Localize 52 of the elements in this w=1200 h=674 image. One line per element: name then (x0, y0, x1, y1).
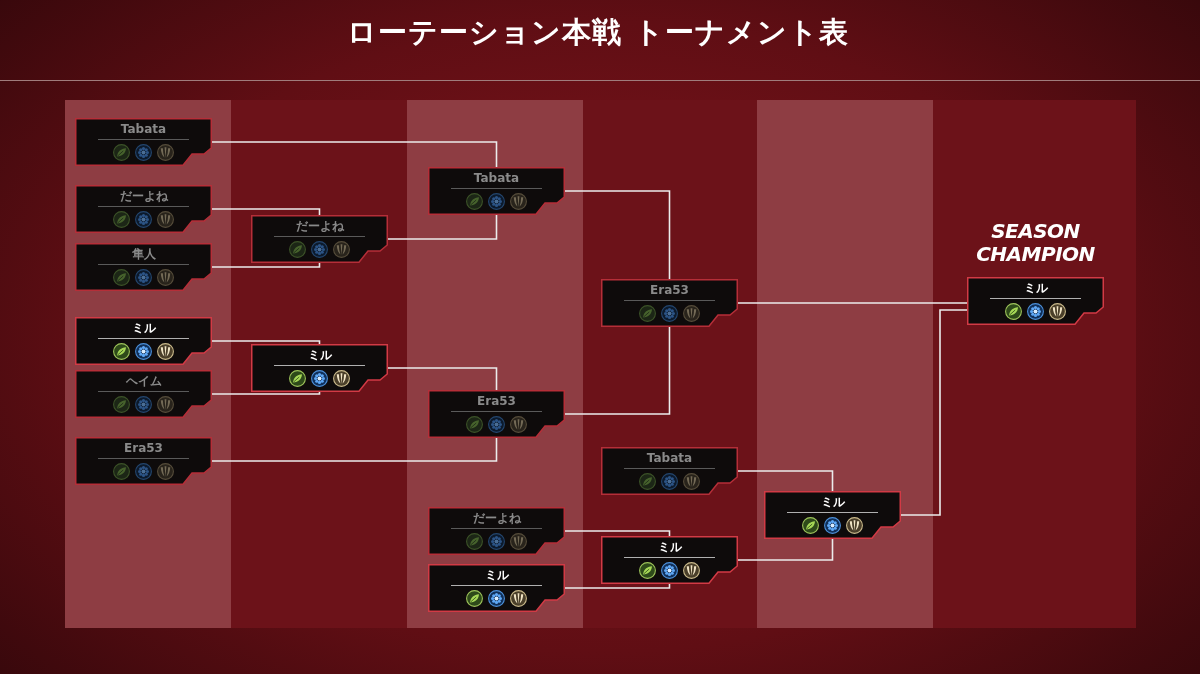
player-card (75, 118, 212, 166)
bracket-line (211, 340, 321, 345)
page-title: ローテーション本戦 トーナメント表 (347, 14, 849, 50)
player-card (75, 317, 212, 365)
player-card (75, 370, 212, 418)
bracket-line (387, 367, 498, 391)
player-name: Era53 (477, 394, 516, 409)
bracket-line (211, 391, 321, 395)
player-name: ミル (1023, 281, 1048, 296)
champion-heading: SEASON CHAMPION (975, 220, 1096, 266)
bracket-line (564, 583, 671, 589)
bracket-line (900, 309, 968, 516)
player-name: ミル (307, 348, 332, 363)
bracket-line (737, 470, 834, 492)
player-card (251, 215, 388, 263)
player-name: ミル (484, 568, 509, 583)
player-card (764, 491, 901, 539)
player-card (75, 185, 212, 233)
player-name: だーよね (295, 219, 344, 234)
bracket-line (737, 302, 968, 304)
player-name: ミル (657, 540, 682, 555)
bracket-line (737, 538, 834, 561)
player-name: 隼人 (131, 247, 156, 262)
player-name: だーよね (472, 511, 521, 526)
bracket-line (211, 208, 321, 216)
player-card (601, 447, 738, 495)
player-name: Tabata (473, 171, 520, 186)
player-name: Era53 (650, 283, 689, 298)
player-name: だーよね (119, 189, 168, 204)
bracket-line (564, 326, 671, 415)
player-card (428, 167, 565, 215)
bracket-line (211, 437, 498, 462)
bracket-line (211, 141, 498, 168)
player-name: ミル (820, 495, 845, 510)
player-name: Era53 (124, 441, 163, 456)
player-card (428, 507, 565, 555)
player-card (601, 279, 738, 327)
player-card (428, 390, 565, 438)
player-name: Tabata (120, 122, 167, 137)
player-card (428, 564, 565, 612)
player-card (967, 277, 1104, 325)
bracket-line (564, 190, 671, 280)
player-card (75, 243, 212, 291)
player-card (75, 437, 212, 485)
bracket-line (387, 214, 498, 240)
player-name: ヘイム (125, 374, 162, 389)
player-name: Tabata (646, 451, 693, 466)
player-card (251, 344, 388, 392)
player-card (601, 536, 738, 584)
bracket-line (211, 262, 321, 268)
bracket-line (564, 530, 671, 537)
player-name: ミル (131, 321, 156, 336)
